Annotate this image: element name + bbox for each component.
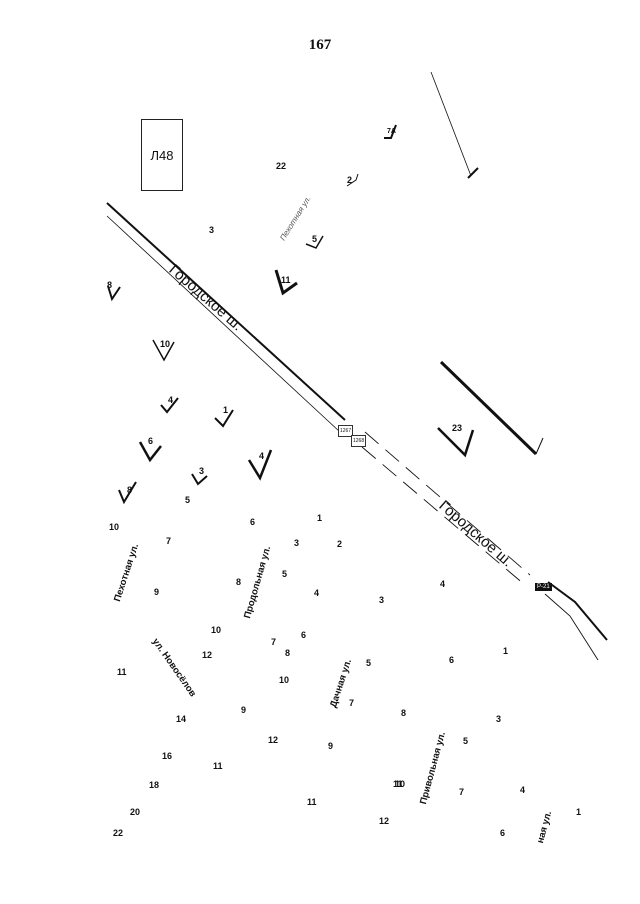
house-number: 4 xyxy=(520,785,526,795)
house-number: 7 xyxy=(349,698,355,708)
building-23-tick xyxy=(535,437,544,455)
highway-dash-north xyxy=(364,431,531,576)
bldg-10-left xyxy=(152,339,175,362)
building-23-line xyxy=(439,360,538,456)
house-number: 10 xyxy=(211,625,222,635)
house-number: 5 xyxy=(282,569,288,579)
house-number: 2 xyxy=(337,539,343,549)
bldg-4-left xyxy=(160,397,179,414)
house-number: 11 xyxy=(281,275,291,285)
house-number: 5 xyxy=(366,658,372,668)
map-sheet-label: Л48 xyxy=(141,119,183,191)
house-number: 1 xyxy=(576,807,582,817)
house-number: 9 xyxy=(154,587,160,597)
highway-dash-south xyxy=(361,446,526,586)
house-number: 6 xyxy=(500,828,506,838)
house-number: 22 xyxy=(113,828,124,838)
house-number: 12 xyxy=(202,650,213,660)
house-number: 3 xyxy=(379,595,385,605)
highway-edge-south xyxy=(106,215,341,433)
bldg-1-left xyxy=(214,409,234,428)
house-number: 23 xyxy=(452,423,463,433)
highway-lower-inner xyxy=(544,593,599,661)
house-number: 18 xyxy=(149,780,160,790)
bldg-23 xyxy=(437,427,475,458)
house-number: 11 xyxy=(393,779,403,789)
house-number: 9 xyxy=(241,705,247,715)
house-number: 10 xyxy=(160,339,171,349)
house-number: 7 xyxy=(166,536,172,546)
house-number: 3 xyxy=(496,714,502,724)
bldg-8-mid xyxy=(118,481,137,505)
house-number: 4 xyxy=(440,579,446,589)
house-number: 12 xyxy=(379,816,390,826)
bldg-4-mid xyxy=(247,449,273,481)
house-number: 4 xyxy=(259,451,265,461)
house-number: 14 xyxy=(176,714,187,724)
route-badge: Р-21 xyxy=(535,583,552,591)
house-number: 3 xyxy=(294,538,300,548)
house-number: 8 xyxy=(127,485,133,495)
ridge-line-ne xyxy=(430,71,472,177)
highway-lower xyxy=(547,581,608,641)
bldg-6-left xyxy=(138,441,162,463)
house-number: 11 xyxy=(307,797,317,807)
building-ne-marker xyxy=(467,167,479,179)
house-number: 22 xyxy=(276,161,287,171)
house-number: 7А xyxy=(387,128,396,135)
house-number: 7 xyxy=(271,637,277,647)
house-number: 10 xyxy=(279,675,290,685)
house-number: 16 xyxy=(162,751,173,761)
house-number: 6 xyxy=(250,517,256,527)
house-number: 8 xyxy=(107,280,113,290)
page-number: 167 xyxy=(308,37,332,53)
house-number: 11 xyxy=(213,761,223,771)
bldg-5-top xyxy=(305,235,324,249)
house-number: 1 xyxy=(317,513,323,523)
house-number: 10 xyxy=(395,779,406,789)
house-number: 10 xyxy=(109,522,120,532)
house-number: 3 xyxy=(209,225,215,235)
bldg-11-top xyxy=(274,269,298,296)
house-number: 6 xyxy=(301,630,307,640)
bldg-7a xyxy=(384,124,397,139)
house-number: 8 xyxy=(401,708,407,718)
highway-edge-north xyxy=(106,202,346,421)
km-tag-a: 1267 xyxy=(338,425,354,437)
house-number: 11 xyxy=(117,667,127,677)
bldg-3-mid xyxy=(191,473,208,486)
house-number: 12 xyxy=(268,735,279,745)
house-number: 5 xyxy=(185,495,191,505)
house-number: 5 xyxy=(312,234,318,244)
bldg-2-top xyxy=(346,173,359,187)
house-number: 4 xyxy=(314,588,320,598)
house-number: 4 xyxy=(168,395,174,405)
bldg-8-left xyxy=(107,285,121,302)
house-number: 6 xyxy=(449,655,455,665)
house-number: 3 xyxy=(199,466,205,476)
house-number: 20 xyxy=(130,807,141,817)
house-number: 5 xyxy=(463,736,469,746)
house-number: 1 xyxy=(223,405,229,415)
house-number: 9 xyxy=(328,741,334,751)
house-number: 8 xyxy=(236,577,242,587)
house-number: 6 xyxy=(148,436,154,446)
house-number: 1 xyxy=(503,646,509,656)
km-tag-b: 1268 xyxy=(351,435,367,447)
house-number: 2 xyxy=(347,175,353,185)
house-number: 7 xyxy=(459,787,465,797)
house-number: 8 xyxy=(285,648,291,658)
